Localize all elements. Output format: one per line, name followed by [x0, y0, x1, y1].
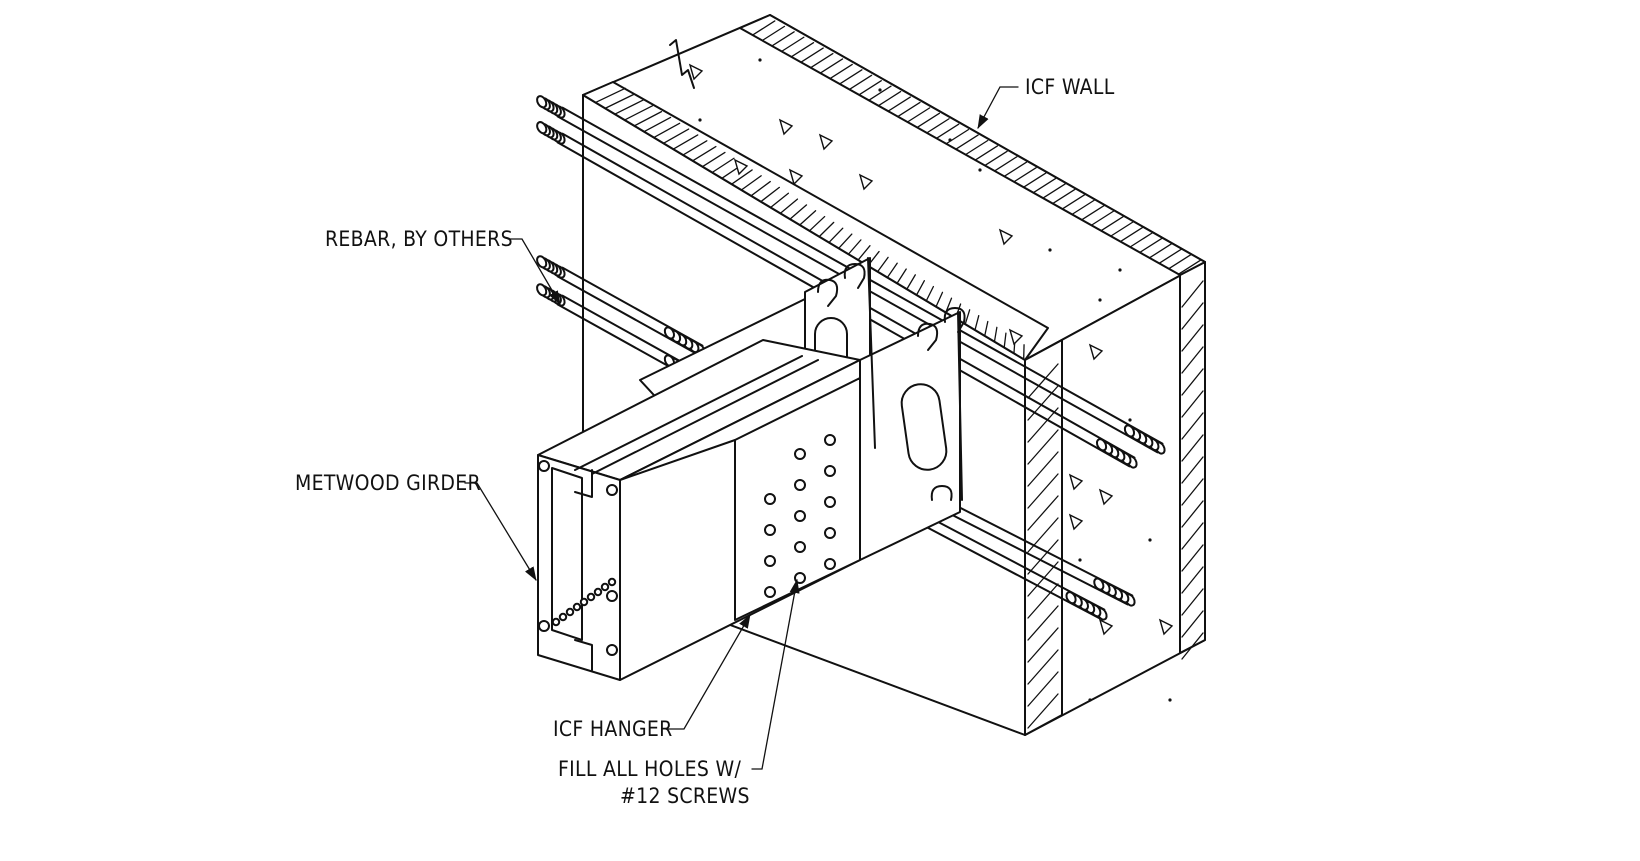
screw-hole [765, 494, 775, 504]
screw-hole [765, 587, 775, 597]
aggregate-dot [1098, 298, 1101, 301]
corner-screw [539, 621, 549, 631]
aggregate-dot [1128, 418, 1131, 421]
aggregate-dot [1148, 538, 1151, 541]
screw-hole [825, 528, 835, 538]
core-dot [560, 614, 566, 620]
corner-screw [607, 485, 617, 495]
aggregate-dot [1048, 248, 1051, 251]
screw-hole [825, 559, 835, 569]
screw-hole [795, 449, 805, 459]
wall-end-foam-right [1180, 262, 1205, 653]
screw-hole [795, 542, 805, 552]
core-dot [567, 609, 573, 615]
screw-hole [765, 556, 775, 566]
core-dot [588, 594, 594, 600]
aggregate-dot [1168, 698, 1171, 701]
corner-screw [539, 461, 549, 471]
aggregate-dot [1078, 558, 1081, 561]
core-dot [574, 604, 580, 610]
aggregate-dot [978, 168, 981, 171]
aggregate-dot [948, 138, 951, 141]
corner-screw [607, 591, 617, 601]
aggregate-dot [758, 58, 761, 61]
core-dot [595, 589, 601, 595]
rebar-knurl [535, 95, 548, 109]
screw-hole [795, 480, 805, 490]
rebar-knurl [535, 120, 548, 134]
leader-girder [465, 483, 536, 580]
aggregate-dot [878, 88, 881, 91]
screw-hole [825, 466, 835, 476]
core-dot [609, 579, 615, 585]
label-girder: METWOOD GIRDER [295, 471, 481, 495]
screw-hole [825, 435, 835, 445]
screw-hole [795, 511, 805, 521]
rebar-knurl [535, 255, 548, 269]
label-fill-holes: FILL ALL HOLES W/ [558, 757, 741, 781]
core-dot [553, 619, 559, 625]
aggregate-dot [1118, 268, 1121, 271]
screw-hole [825, 497, 835, 507]
aggregate-dot [1088, 698, 1091, 701]
leader-icf-wall [978, 87, 1018, 128]
label-icf-wall: ICF WALL [1025, 75, 1115, 99]
corner-screw [607, 645, 617, 655]
label-hanger: ICF HANGER [553, 717, 673, 741]
core-dot [581, 599, 587, 605]
screw-hole [765, 525, 775, 535]
core-dot [602, 584, 608, 590]
rebar-knurl [535, 283, 548, 297]
aggregate-dot [698, 118, 701, 121]
label-screws: #12 SCREWS [620, 784, 750, 808]
label-rebar: REBAR, BY OTHERS [325, 227, 513, 251]
